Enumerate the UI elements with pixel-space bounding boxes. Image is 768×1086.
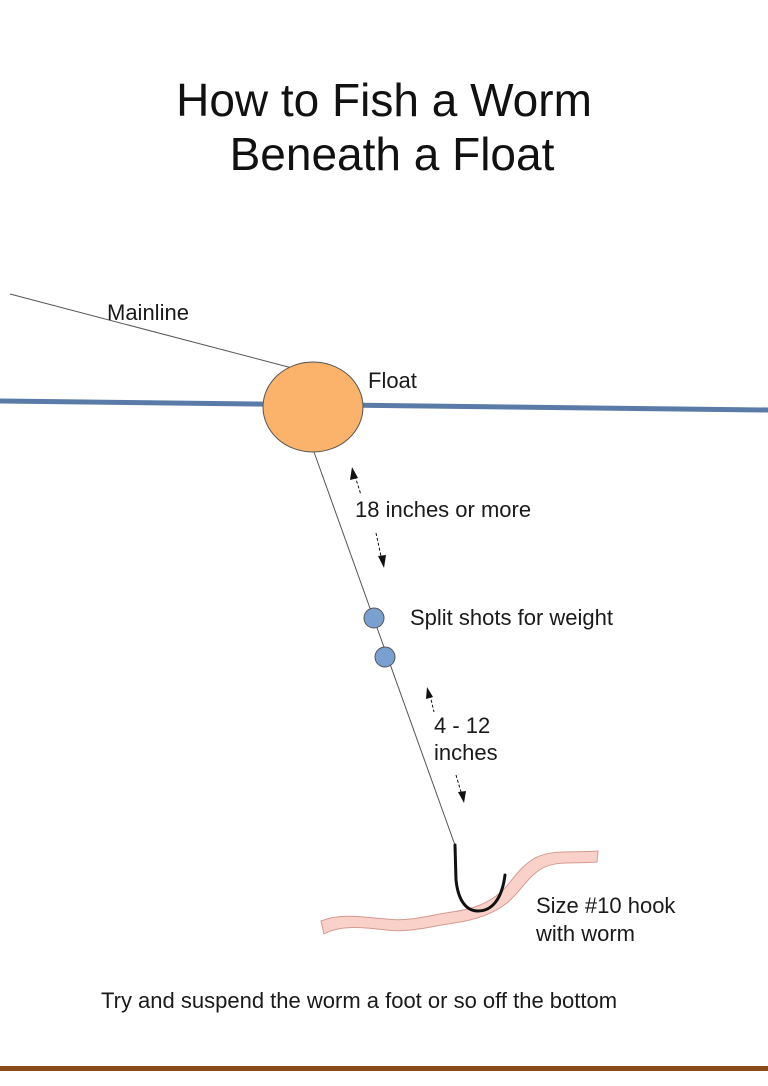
hook-label-line1: Size #10 hook [536, 893, 676, 918]
float [262, 361, 364, 453]
caption: Try and suspend the worm a foot or so of… [101, 988, 617, 1013]
title-line-2: Beneath a Float [230, 128, 555, 180]
split-shots-label: Split shots for weight [410, 605, 613, 630]
title-line-1: How to Fish a Worm [176, 74, 592, 126]
float-depth-arrow-up [350, 467, 362, 496]
hook-icon [453, 843, 507, 913]
mainline [9, 293, 293, 369]
shot-distance-arrow-up [426, 687, 435, 713]
shot-distance-label-line1: 4 - 12 [434, 713, 490, 738]
float-label: Float [368, 368, 417, 393]
float-depth-label: 18 inches or more [355, 497, 531, 522]
shot-distance-arrow-down [455, 774, 466, 803]
shot-distance-label-line2: inches [434, 740, 498, 765]
split-shot-upper [363, 607, 385, 629]
bottom-border [0, 1066, 768, 1071]
worm [320, 850, 599, 935]
water-surface [0, 398, 768, 413]
hook-label-line2: with worm [535, 921, 635, 946]
mainline-label: Mainline [107, 300, 189, 325]
float-depth-arrow-down [375, 532, 386, 568]
split-shot-lower [374, 646, 396, 668]
